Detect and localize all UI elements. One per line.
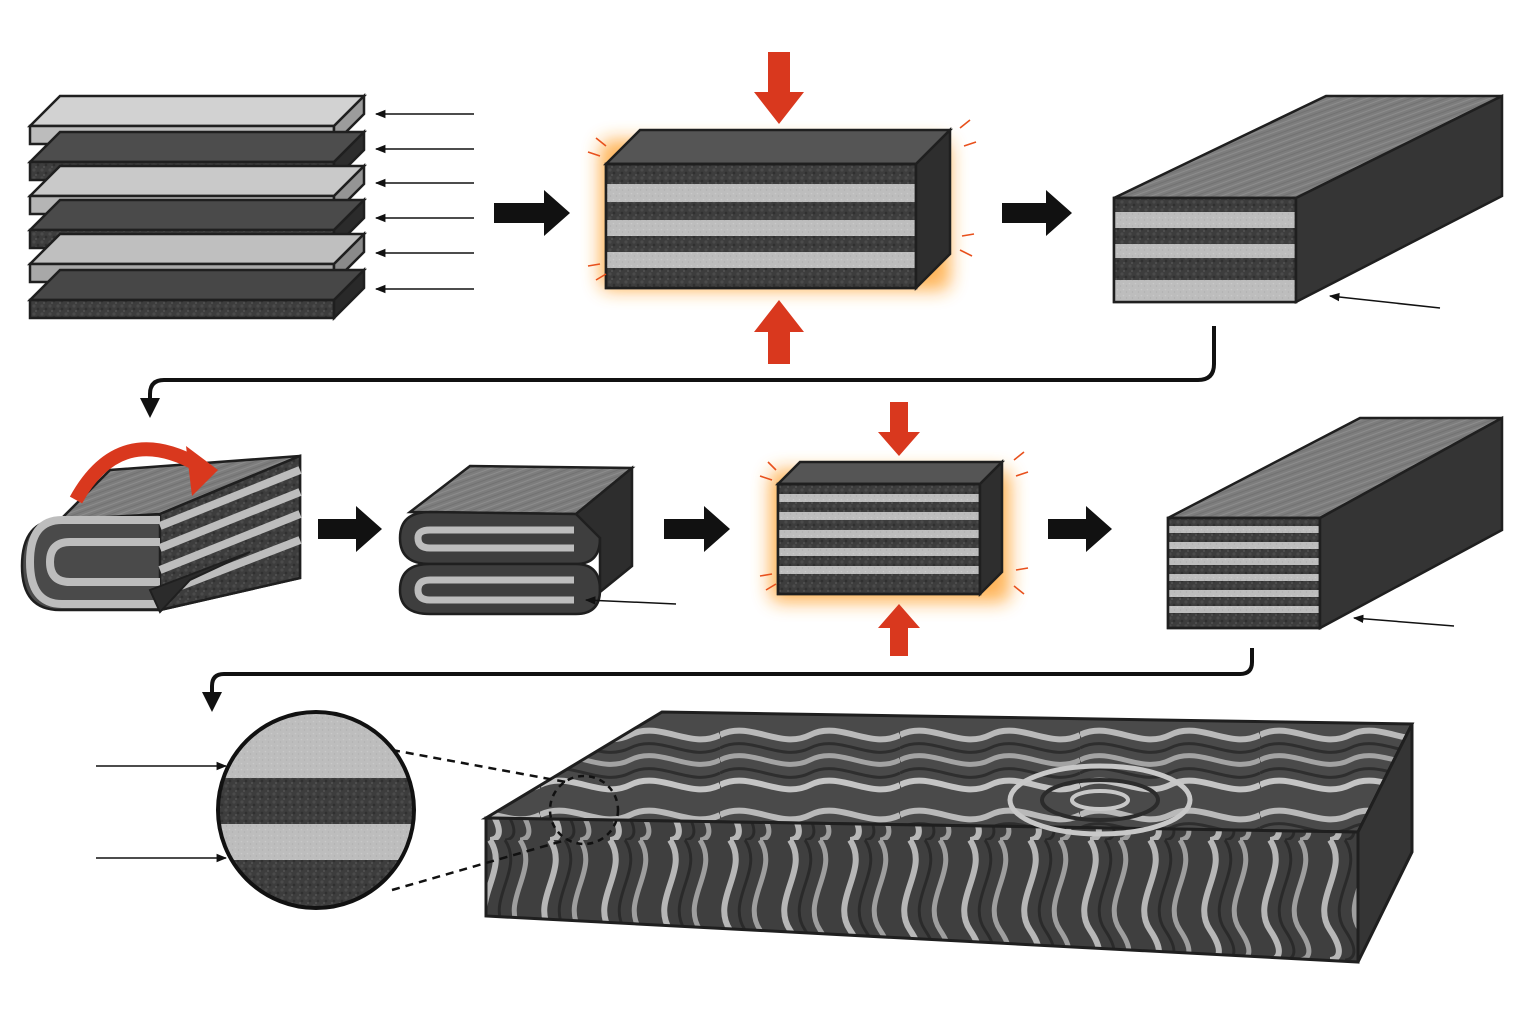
zoom-focus-ring [548, 774, 620, 846]
heat-ticks [587, 119, 977, 281]
step-forge-weld [587, 52, 977, 364]
press-arrow-up-icon [754, 300, 804, 364]
step-forge-weld-again [759, 402, 1029, 656]
fold-arrow-icon [69, 442, 204, 504]
flow-arrow-icon [664, 506, 730, 552]
step-patterned-billet [480, 710, 1415, 964]
step-draw-out-bar-multilayer [1166, 415, 1504, 631]
connector-arrow [140, 326, 1216, 418]
flow-arrow-icon [318, 506, 382, 552]
step-folded-billet [398, 464, 677, 616]
flow-arrow-icon [494, 190, 570, 236]
step-magnified-detail [96, 710, 416, 910]
step-draw-out-bar [1112, 93, 1504, 309]
pointer-lines [96, 761, 228, 863]
step-stack-plates [26, 92, 474, 322]
flow-arrow-icon [1002, 190, 1072, 236]
press-arrow-up-icon [878, 604, 920, 656]
pointer-line [1328, 292, 1441, 309]
pointer-lines [374, 109, 474, 294]
press-arrow-down-icon [754, 52, 804, 124]
pointer-line [1352, 614, 1455, 627]
plate [26, 266, 368, 322]
step-fold-over [20, 442, 302, 614]
press-arrow-down-icon [878, 402, 920, 456]
connector-arrow [202, 648, 1254, 712]
zoom-lines [391, 748, 567, 892]
heat-ticks [759, 451, 1029, 595]
pointer-line [584, 596, 677, 605]
flow-arrow-icon [1048, 506, 1112, 552]
